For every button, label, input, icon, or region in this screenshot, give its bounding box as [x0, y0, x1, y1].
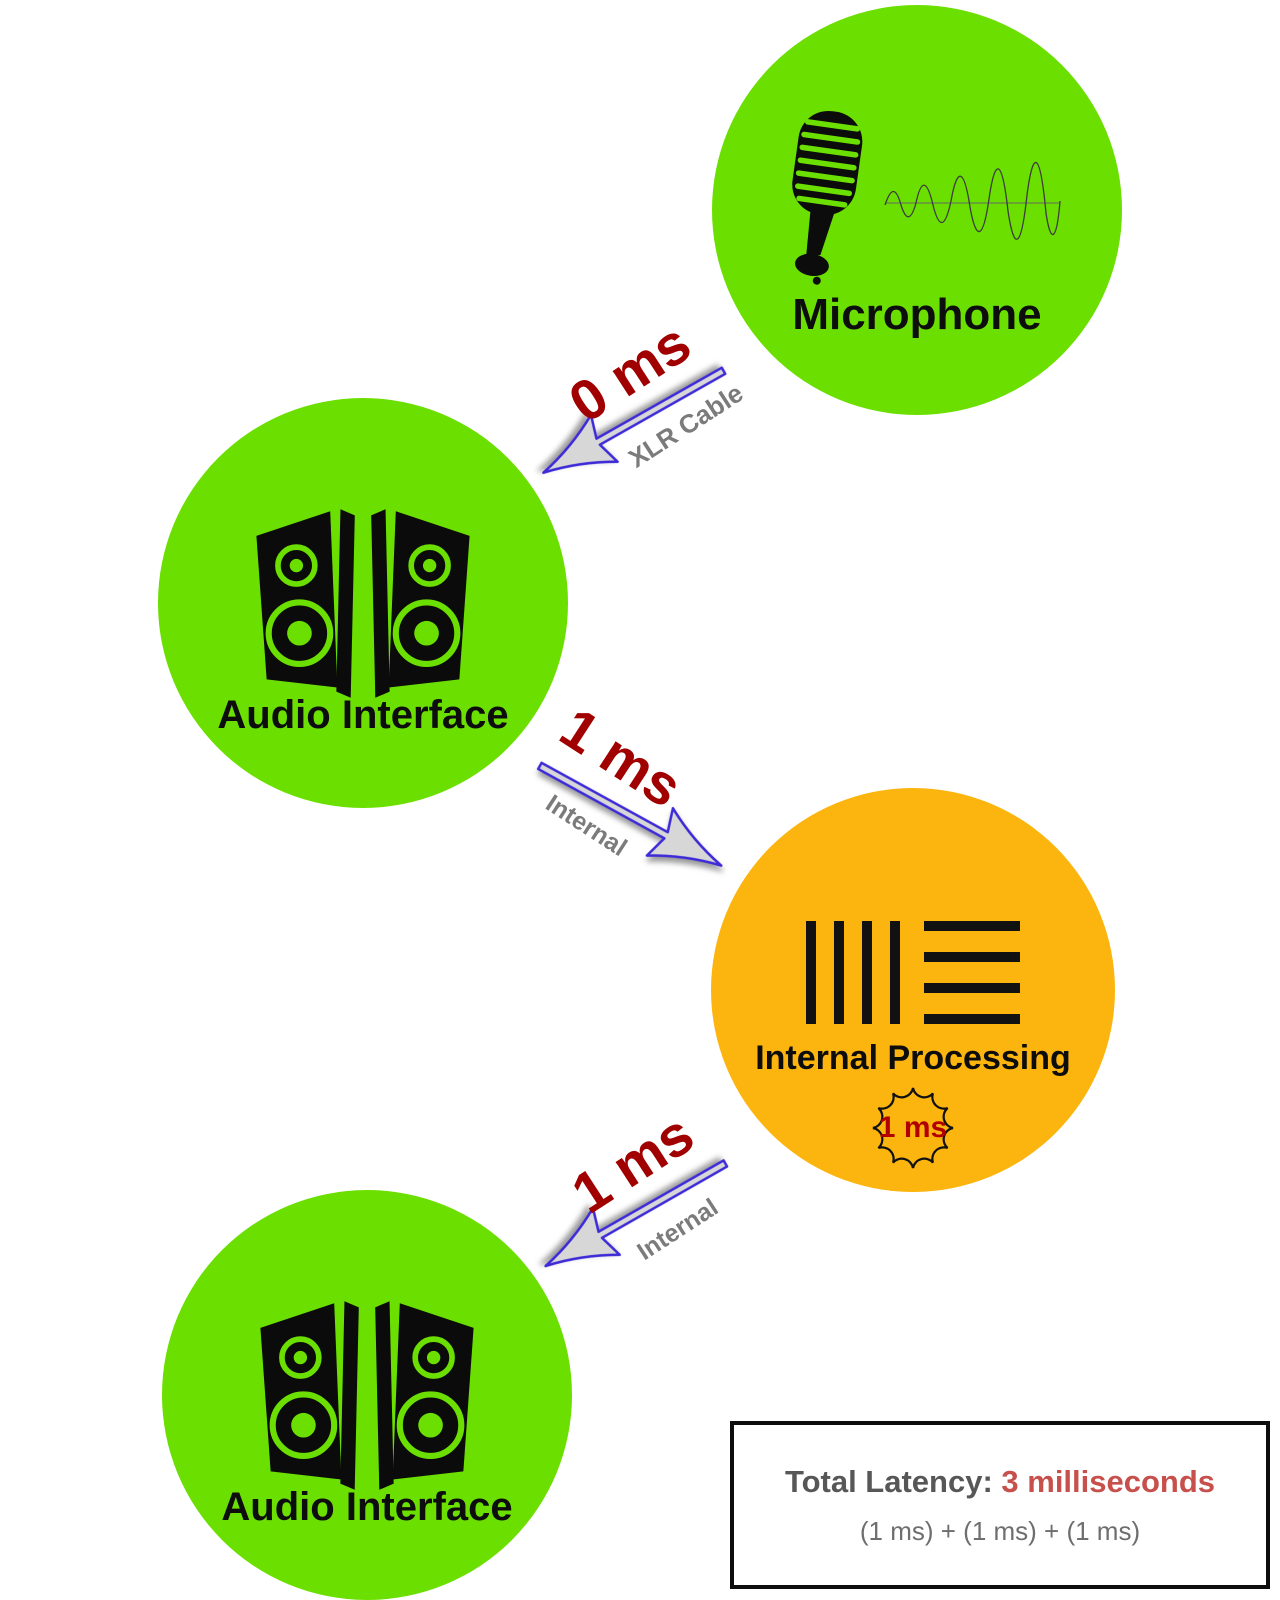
ableton-bars-icon [806, 921, 1020, 1024]
total-latency-label: Total Latency: [784, 1463, 993, 1499]
latency-arrow-3 [544, 1159, 729, 1268]
node-label-internal-processing: Internal Processing [755, 1039, 1071, 1077]
speakers-icon [260, 1301, 474, 1490]
total-latency-box: Total Latency: 3 milliseconds (1 ms) + (… [730, 1421, 1270, 1589]
processing-latency-badge: 1 ms [858, 1073, 968, 1183]
total-latency-title: Total Latency: 3 milliseconds [785, 1464, 1215, 1500]
node-audio-interface-2: Audio Interface [162, 1190, 572, 1600]
node-label-audio-interface-2: Audio Interface [221, 1485, 513, 1529]
microphone-icon [792, 110, 1061, 285]
latency-arrow-1 [542, 366, 727, 474]
scallop-badge-shape [872, 1087, 954, 1169]
node-label-audio-interface-1: Audio Interface [217, 693, 509, 737]
node-label-microphone: Microphone [792, 290, 1042, 339]
node-microphone: Microphone [712, 5, 1122, 415]
total-latency-value: 3 milliseconds [1001, 1463, 1216, 1499]
badge-latency-value: 1 ms [878, 1111, 948, 1144]
latency-arrow-2 [536, 761, 723, 867]
speakers-icon [256, 509, 470, 698]
total-latency-formula: (1 ms) + (1 ms) + (1 ms) [859, 1515, 1141, 1546]
node-audio-interface-1: Audio Interface [158, 398, 568, 808]
node-internal-processing: Internal Processing 1 ms [711, 788, 1115, 1192]
